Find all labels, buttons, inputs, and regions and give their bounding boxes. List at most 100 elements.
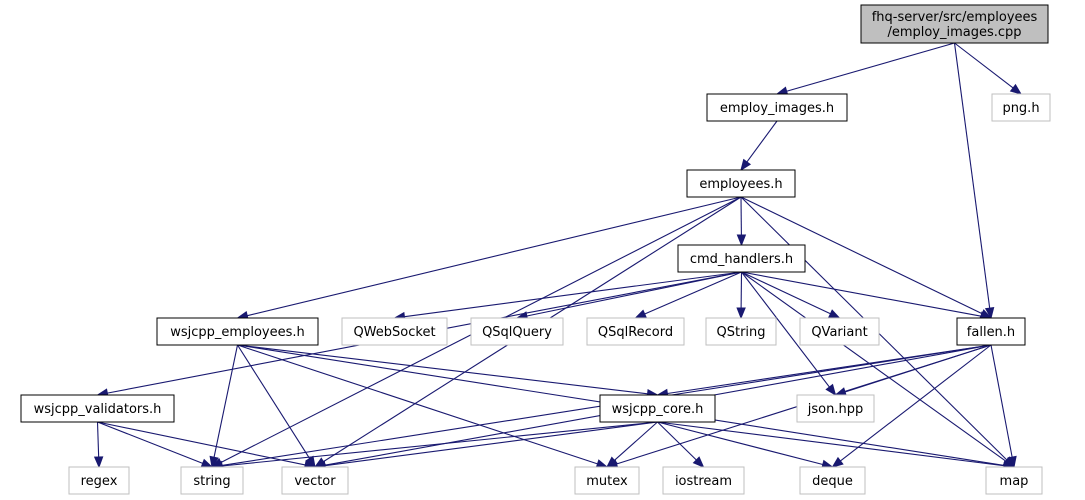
edge-arrowhead [1007, 455, 1017, 469]
edge-line [657, 421, 1005, 467]
node-label: png.h [1002, 101, 1039, 116]
edge-line [324, 421, 658, 467]
node-box [662, 466, 745, 495]
edge-line [746, 120, 778, 163]
edge-line [237, 344, 648, 395]
edge-employees_h-to-cmd_handlers_h [736, 196, 747, 247]
edge-arrowhead [736, 307, 746, 320]
edge-arrowhead [740, 158, 752, 172]
edge-cmd_handlers_h-to-fallen_h [741, 271, 993, 321]
node-label: /employ_images.cpp [887, 25, 1021, 40]
edge-wsjcpp_employees_h-to-vector [237, 344, 316, 469]
node-fallen-h[interactable]: fallen.h [956, 317, 1026, 346]
edge-arrowhead [736, 234, 747, 247]
node-map: map [985, 466, 1043, 495]
node-QVariant: QVariant [799, 317, 880, 346]
node-box [705, 317, 777, 346]
edge-cmd_handlers_h-to-QWebSocket [393, 271, 742, 322]
node-cmd-handlers-h[interactable]: cmd_handlers.h [677, 244, 806, 273]
node-label: QWebSocket [353, 325, 435, 340]
edge-line [657, 421, 823, 466]
edge-arrowhead [825, 383, 837, 397]
node-box [586, 317, 685, 346]
edge-line [614, 421, 658, 461]
node-label: wsjcpp_employees.h [170, 325, 304, 340]
edge-line [247, 196, 742, 317]
edge-arrowhead [209, 455, 219, 469]
node-box [156, 317, 319, 346]
node-employ-images-h[interactable]: employ_images.h [706, 93, 848, 122]
node-label: cmd_handlers.h [690, 252, 793, 267]
edge-line [213, 344, 239, 458]
node-iostream: iostream [662, 466, 745, 495]
node-wsjcpp-validators-h[interactable]: wsjcpp_validators.h [20, 394, 175, 423]
node-png-h: png.h [991, 93, 1051, 122]
node-box [686, 169, 796, 198]
node-label: wsjcpp_validators.h [34, 402, 162, 417]
node-label: deque [812, 474, 853, 489]
node-box [574, 466, 640, 495]
node-string: string [180, 466, 244, 495]
node-box [68, 466, 130, 495]
edge-line [741, 271, 982, 317]
edge-line [237, 344, 311, 459]
edge-line [741, 271, 831, 315]
edge-arrowhead [200, 458, 214, 468]
edge-line [97, 421, 306, 466]
edge-wsjcpp_employees_h-to-wsjcpp_core_h [237, 344, 659, 399]
node-root[interactable]: fhq-server/src/employees/employ_images.c… [860, 4, 1049, 44]
node-label: QVariant [811, 325, 867, 340]
edge-line [97, 421, 203, 464]
edge-wsjcpp_core_h-to-mutex [605, 421, 658, 468]
node-regex: regex [68, 466, 130, 495]
node-employees-h[interactable]: employees.h [686, 169, 796, 198]
node-box [956, 317, 1026, 346]
edge-line [954, 42, 1014, 89]
node-QString: QString [705, 317, 777, 346]
node-box [180, 466, 244, 495]
node-label: employ_images.h [720, 101, 834, 116]
edge-line [96, 421, 100, 458]
node-label: wsjcpp_core.h [612, 402, 704, 417]
node-box [860, 4, 1049, 44]
edge-arrowhead [634, 309, 648, 319]
edge-line [953, 42, 991, 309]
edge-root-to-fallen_h [953, 42, 995, 320]
node-box [799, 466, 866, 495]
edge-wsjcpp_core_h-to-vector [313, 421, 658, 471]
edge-arrowhead [605, 456, 618, 468]
node-label: json.hpp [807, 402, 863, 417]
node-label: fhq-server/src/employees [872, 10, 1038, 25]
node-label: fallen.h [967, 325, 1015, 340]
node-wsjcpp-core-h[interactable]: wsjcpp_core.h [599, 394, 716, 423]
edge-arrowhead [831, 456, 844, 468]
edge-fallen_h-to-map [990, 344, 1017, 469]
edge-wsjcpp_employees_h-to-string [209, 344, 239, 469]
node-label: regex [81, 474, 118, 489]
node-label: string [193, 474, 230, 489]
edge-line [741, 271, 830, 388]
edge-cmd_handlers_h-to-QString [736, 271, 746, 320]
node-label: vector [294, 474, 336, 489]
edge-wsjcpp_core_h-to-deque [657, 421, 834, 469]
edge-line [237, 344, 598, 465]
edge-arrowhead [1009, 83, 1023, 95]
edges-layer [93, 42, 1023, 471]
nodes-layer: fhq-server/src/employees/employ_images.c… [20, 4, 1051, 495]
edge-cmd_handlers_h-to-json_hpp [741, 271, 837, 397]
edge-wsjcpp_employees_h-to-mutex [237, 344, 609, 469]
edge-line [740, 196, 983, 315]
node-box [470, 317, 564, 346]
node-wsjcpp-employees-h[interactable]: wsjcpp_employees.h [156, 317, 319, 346]
node-box [20, 394, 175, 423]
node-box [677, 244, 806, 273]
node-QSqlRecord: QSqlRecord [586, 317, 685, 346]
edge-employ_images_h-to-employees_h [740, 120, 778, 172]
node-box [706, 93, 848, 122]
edge-arrowhead [827, 309, 841, 319]
node-vector: vector [281, 466, 349, 495]
node-QSqlQuery: QSqlQuery [470, 317, 564, 346]
node-box [281, 466, 349, 495]
node-label: QSqlQuery [482, 325, 552, 340]
